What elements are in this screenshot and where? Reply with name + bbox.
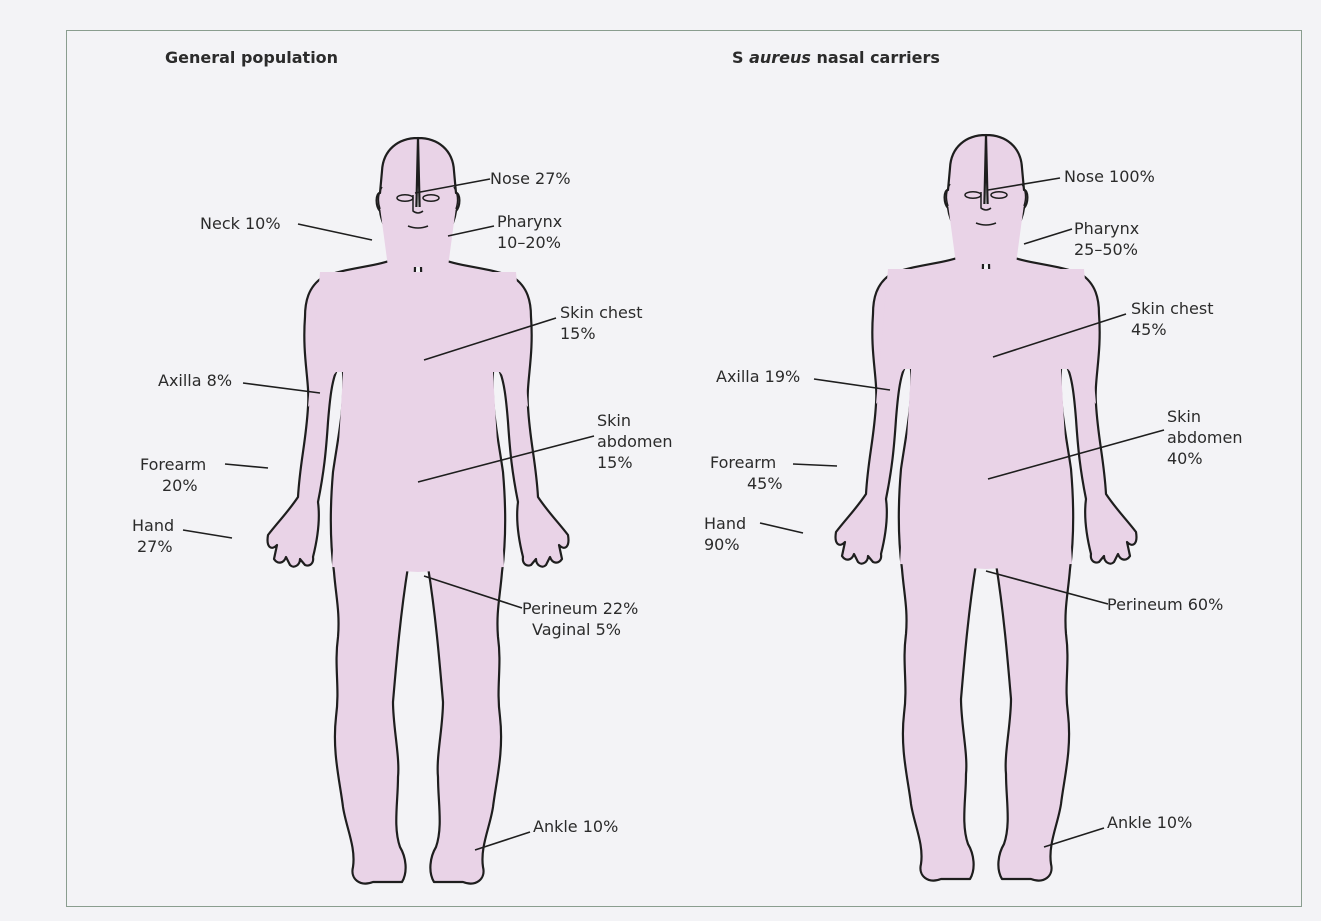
label-line: Hand <box>132 515 174 536</box>
label-hand-left: Hand 27% <box>132 515 174 557</box>
label-perineum-right: Perineum 60% <box>1107 594 1223 615</box>
label-axilla-left: Axilla 8% <box>158 370 232 391</box>
label-skin-chest-left: Skin chest 15% <box>560 302 642 344</box>
label-line: Forearm <box>140 454 206 475</box>
label-axilla-right: Axilla 19% <box>716 366 800 387</box>
label-forearm-right: Forearm 45% <box>710 452 783 494</box>
label-line: Skin <box>1167 406 1242 427</box>
label-line: Perineum 22% <box>522 598 638 619</box>
label-line: abdomen <box>597 431 672 452</box>
label-skin-abdomen-right: Skin abdomen 40% <box>1167 406 1242 469</box>
label-pharynx-right: Pharynx 25–50% <box>1074 218 1139 260</box>
label-line: Skin chest <box>560 302 642 323</box>
label-line: 15% <box>597 452 672 473</box>
label-nose-right: Nose 100% <box>1064 166 1155 187</box>
label-line: 40% <box>1167 448 1242 469</box>
label-neck-left: Neck 10% <box>200 213 281 234</box>
label-ankle-left: Ankle 10% <box>533 816 618 837</box>
label-line: abdomen <box>1167 427 1242 448</box>
label-hand-right: Hand 90% <box>704 513 746 555</box>
panel-title-general-population: General population <box>165 48 338 67</box>
label-line: Skin <box>597 410 672 431</box>
title-prefix: S <box>732 48 749 67</box>
label-line: 20% <box>140 475 206 496</box>
label-perineum-left: Perineum 22% Vaginal 5% <box>522 598 638 640</box>
label-line: 45% <box>1131 319 1213 340</box>
label-forearm-left: Forearm 20% <box>140 454 206 496</box>
label-pharynx-left: Pharynx 10–20% <box>497 211 562 253</box>
label-skin-abdomen-left: Skin abdomen 15% <box>597 410 672 473</box>
label-line: 10–20% <box>497 232 562 253</box>
label-line: Hand <box>704 513 746 534</box>
label-line: Skin chest <box>1131 298 1213 319</box>
label-line: Pharynx <box>1074 218 1139 239</box>
label-line: 25–50% <box>1074 239 1139 260</box>
panel-title-nasal-carriers: S aureus nasal carriers <box>732 48 940 67</box>
label-line: Pharynx <box>497 211 562 232</box>
title-italic: aureus <box>749 48 811 67</box>
label-nose-left: Nose 27% <box>490 168 571 189</box>
label-skin-chest-right: Skin chest 45% <box>1131 298 1213 340</box>
label-line: 45% <box>710 473 783 494</box>
label-ankle-right: Ankle 10% <box>1107 812 1192 833</box>
label-line: 27% <box>132 536 174 557</box>
label-vaginal-left: Vaginal 5% <box>522 619 638 640</box>
title-suffix: nasal carriers <box>811 48 940 67</box>
label-line: Forearm <box>710 452 783 473</box>
label-line: 15% <box>560 323 642 344</box>
label-line: 90% <box>704 534 746 555</box>
